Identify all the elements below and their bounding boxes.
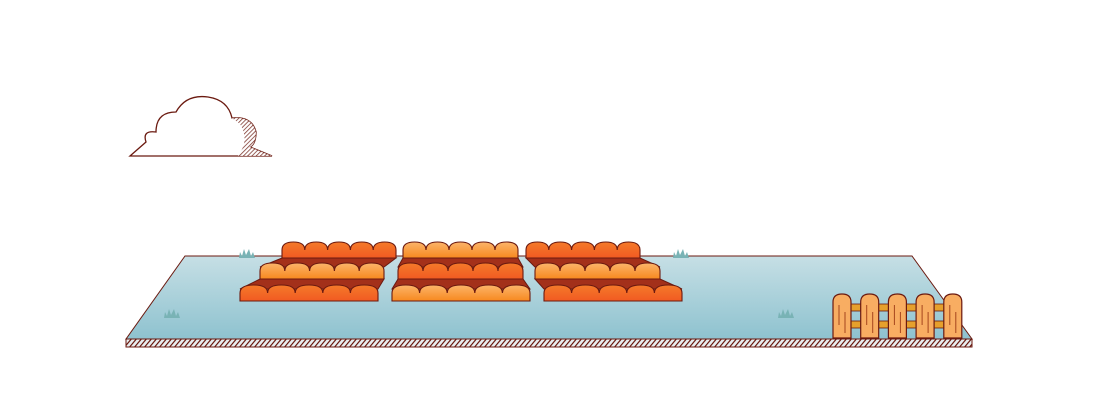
crop-row — [543, 284, 683, 302]
crop-row — [391, 284, 531, 302]
crop-row — [397, 262, 524, 280]
fence-post — [943, 293, 963, 339]
crop-row — [525, 241, 641, 259]
fence — [832, 293, 963, 339]
fence-post — [887, 293, 907, 339]
crop-row — [239, 284, 379, 302]
crop-field — [239, 241, 398, 302]
crop-fields — [239, 241, 683, 302]
cloud — [128, 95, 273, 157]
grass-tuft — [673, 249, 689, 258]
crop-field — [391, 241, 531, 302]
crop-field — [524, 241, 683, 302]
fence-post — [860, 293, 880, 339]
grass-tuft — [164, 309, 180, 318]
fence-post — [832, 293, 852, 339]
grass-tufts — [164, 249, 794, 318]
crop-row — [402, 241, 519, 259]
fence-post — [915, 293, 935, 339]
grass-tuft — [778, 309, 794, 318]
crop-row — [281, 241, 397, 259]
crop-row — [534, 262, 661, 280]
grass-tuft — [239, 249, 255, 258]
crop-row — [259, 262, 385, 280]
